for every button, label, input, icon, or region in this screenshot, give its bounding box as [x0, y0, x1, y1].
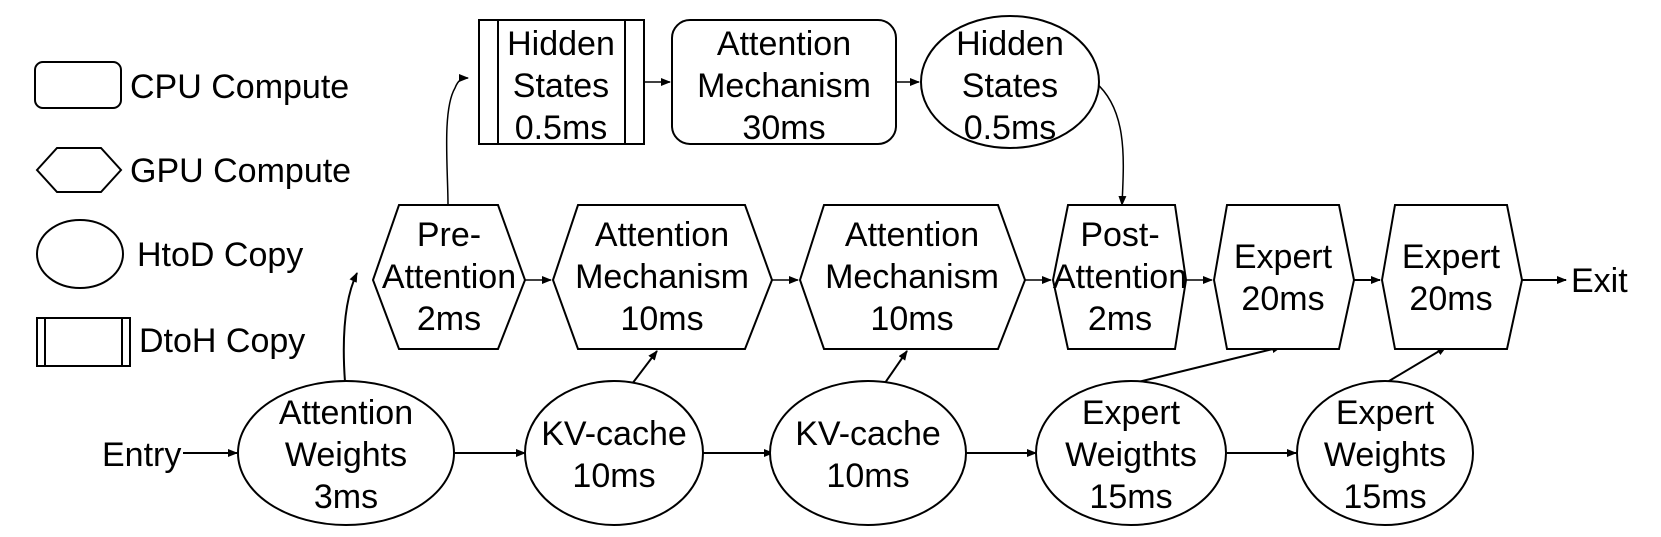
- node-expert-weights-2: Expert Weights 15ms: [1296, 380, 1474, 526]
- edge-expert-weights-2-to-expert-gpu-2: [1383, 346, 1447, 385]
- node-line: Expert: [1336, 394, 1435, 432]
- node-line: KV-cache: [541, 415, 687, 453]
- legend-label-gpu-compute: GPU Compute: [130, 152, 351, 190]
- legend-label-dtoh-copy: DtoH Copy: [139, 322, 305, 360]
- node-line: 10ms: [572, 457, 655, 495]
- node-line: Post-: [1080, 216, 1159, 254]
- node-line: 30ms: [742, 109, 825, 147]
- legend: CPU Compute GPU Compute HtoD Copy DtoH C…: [34, 61, 351, 367]
- node-kv-cache-2: KV-cache 10ms: [769, 380, 967, 526]
- node-line: 2ms: [1088, 300, 1152, 338]
- node-line: 20ms: [1409, 280, 1492, 318]
- node-attention-mechanism-cpu: Attention Mechanism 30ms: [671, 19, 897, 147]
- edges: [183, 74, 1567, 457]
- node-line: Hidden: [956, 25, 1064, 63]
- node-line: Mechanism: [697, 67, 871, 105]
- legend-label-htod-copy: HtoD Copy: [137, 236, 303, 274]
- node-line: Expert: [1082, 394, 1181, 432]
- edge-attention-weights-to-pre-attention: [342, 272, 358, 383]
- node-line: States: [513, 67, 609, 105]
- node-line: 0.5ms: [964, 109, 1057, 147]
- node-line: 20ms: [1241, 280, 1324, 318]
- legend-dtoh-copy-bars-icon: [36, 317, 131, 367]
- exit-label: Exit: [1571, 262, 1628, 300]
- node-line: Attention: [279, 394, 413, 432]
- node-line: 2ms: [417, 300, 481, 338]
- legend-cpu-compute-rect-icon: [34, 61, 122, 109]
- node-line: Weigthts: [1065, 436, 1197, 474]
- node-line: 3ms: [314, 478, 378, 516]
- node-line: 10ms: [620, 300, 703, 338]
- node-kv-cache-1: KV-cache 10ms: [524, 380, 704, 526]
- legend-htod-copy-ellipse-icon: [36, 219, 124, 289]
- node-line: 0.5ms: [515, 109, 608, 147]
- node-line: Hidden: [507, 25, 615, 63]
- node-line: Attention: [382, 258, 516, 296]
- node-hidden-states-dtoh: Hidden States 0.5ms: [478, 19, 645, 147]
- node-line: States: [962, 67, 1058, 105]
- node-line: 15ms: [1089, 478, 1172, 516]
- node-expert-gpu-2: Expert 20ms: [1380, 204, 1524, 350]
- edge-pre-attention-to-hidden-states-dtoh: [445, 74, 469, 206]
- node-line: 10ms: [826, 457, 909, 495]
- node-line: 10ms: [870, 300, 953, 338]
- node-attention-mechanism-gpu-2: Attention Mechanism 10ms: [798, 204, 1027, 350]
- node-line: Attention: [595, 216, 729, 254]
- node-line: Attention: [717, 25, 851, 63]
- node-attention-weights: Attention Weights 3ms: [237, 380, 455, 526]
- node-line: Attention: [845, 216, 979, 254]
- node-post-attention: Post- Attention 2ms: [1051, 204, 1187, 350]
- node-line: Pre-: [417, 216, 481, 254]
- legend-gpu-compute-hexagon-icon: [35, 147, 123, 193]
- node-line: Attention: [1053, 258, 1187, 296]
- node-line: Expert: [1402, 238, 1501, 276]
- node-line: Weights: [1324, 436, 1446, 474]
- node-expert-gpu-1: Expert 20ms: [1212, 204, 1356, 350]
- edge-expert-weights-1-to-expert-gpu-1: [1129, 345, 1282, 385]
- entry-label: Entry: [102, 436, 181, 474]
- node-line: 15ms: [1343, 478, 1426, 516]
- edge-hidden-states-htod-to-post-attention: [1094, 81, 1127, 206]
- node-attention-mechanism-gpu-1: Attention Mechanism 10ms: [551, 204, 774, 350]
- node-line: Mechanism: [575, 258, 749, 296]
- node-pre-attention: Pre- Attention 2ms: [371, 204, 527, 350]
- legend-label-cpu-compute: CPU Compute: [130, 68, 349, 106]
- node-line: KV-cache: [795, 415, 941, 453]
- node-hidden-states-htod: Hidden States 0.5ms: [920, 15, 1100, 149]
- node-line: Mechanism: [825, 258, 999, 296]
- node-line: Expert: [1234, 238, 1333, 276]
- node-line: Weights: [285, 436, 407, 474]
- node-expert-weights-1: Expert Weigthts 15ms: [1035, 380, 1227, 526]
